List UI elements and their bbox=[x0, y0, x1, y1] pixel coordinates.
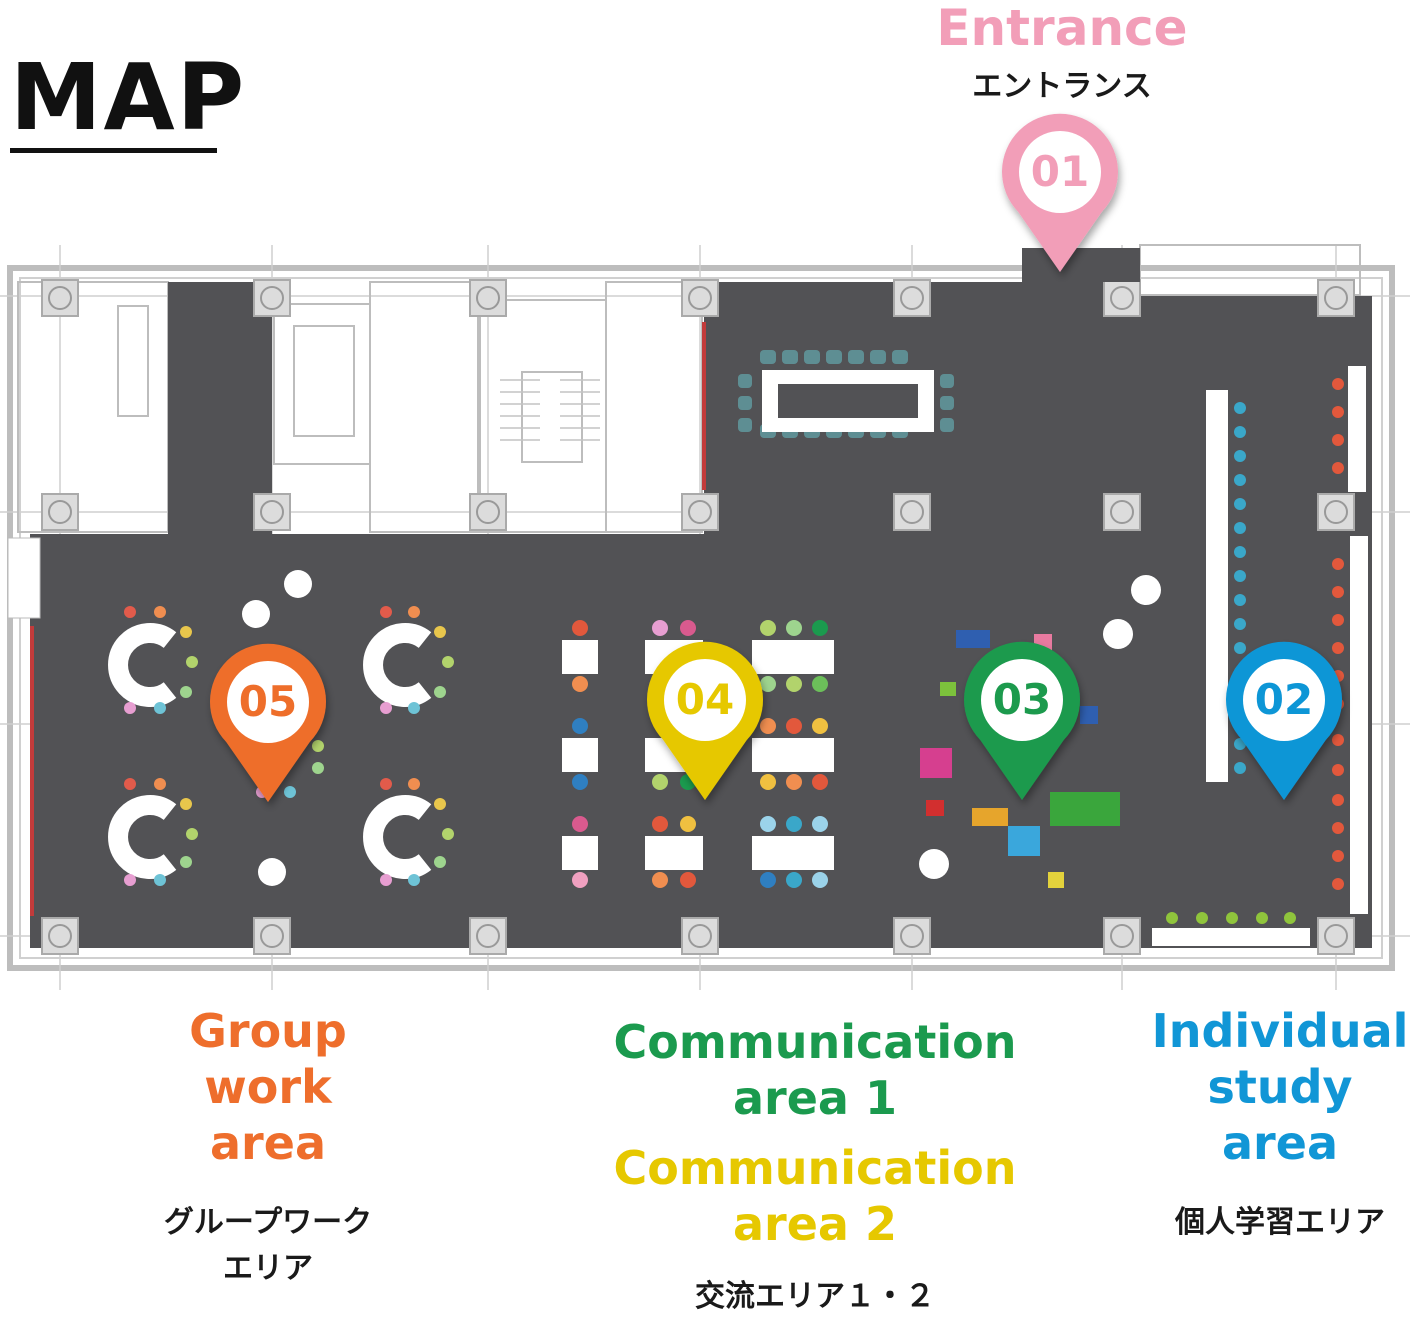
group-jp-line: グループワーク bbox=[163, 1205, 373, 1240]
stairs bbox=[500, 379, 600, 441]
individual-label-line: Individual bbox=[1151, 1004, 1409, 1058]
group-work-area-label-jp: グループワーク エリア bbox=[118, 1200, 418, 1292]
entrance-label-jp: エントランス bbox=[972, 69, 1152, 104]
map-pin-number: 01 bbox=[1031, 147, 1089, 196]
map-title: MAP bbox=[10, 44, 247, 151]
group-tables bbox=[108, 606, 454, 886]
group-jp-line: エリア bbox=[223, 1251, 313, 1286]
study-counters bbox=[1152, 366, 1368, 946]
map-pin-number: 04 bbox=[676, 675, 734, 724]
map-pin-02: 02 bbox=[1226, 641, 1343, 800]
group-work-area-label: Group work area bbox=[118, 1003, 418, 1171]
communication1-label-line: Communication bbox=[613, 1015, 1017, 1069]
communication-area-1-label: Communication area 1 bbox=[590, 1014, 1040, 1126]
map-pin-number: 05 bbox=[239, 677, 297, 726]
map-pin-05: 05 bbox=[210, 643, 327, 802]
map-pin-03: 03 bbox=[963, 641, 1080, 800]
group-label-line: Group bbox=[189, 1004, 347, 1058]
individual-study-area-label-jp: 個人学習エリア bbox=[1175, 1205, 1385, 1240]
communication1-label-line: area 1 bbox=[733, 1071, 897, 1125]
entrance-label: Entrance bbox=[936, 0, 1188, 57]
individual-label-line: area bbox=[1222, 1116, 1338, 1170]
map-pin-number: 02 bbox=[1255, 675, 1313, 724]
map-pin-01: 01 bbox=[1002, 113, 1118, 272]
meeting-table bbox=[738, 350, 954, 438]
communication-area-2-label: Communication area 2 bbox=[590, 1140, 1040, 1252]
map-pin-04: 04 bbox=[647, 641, 763, 800]
individual-study-area-label: Individual study area bbox=[1140, 1003, 1420, 1171]
title-underline bbox=[10, 148, 217, 153]
group-label-line: work bbox=[204, 1060, 332, 1114]
communication-area-label-jp: 交流エリア１・２ bbox=[695, 1279, 935, 1314]
communication-1-furniture bbox=[920, 630, 1120, 888]
map-pin-number: 03 bbox=[993, 675, 1051, 724]
round-tables bbox=[242, 570, 1161, 886]
communication2-label-line: area 2 bbox=[733, 1197, 897, 1251]
communication2-label-line: Communication bbox=[613, 1141, 1017, 1195]
group-label-line: area bbox=[210, 1116, 326, 1170]
individual-label-line: study bbox=[1207, 1060, 1353, 1114]
